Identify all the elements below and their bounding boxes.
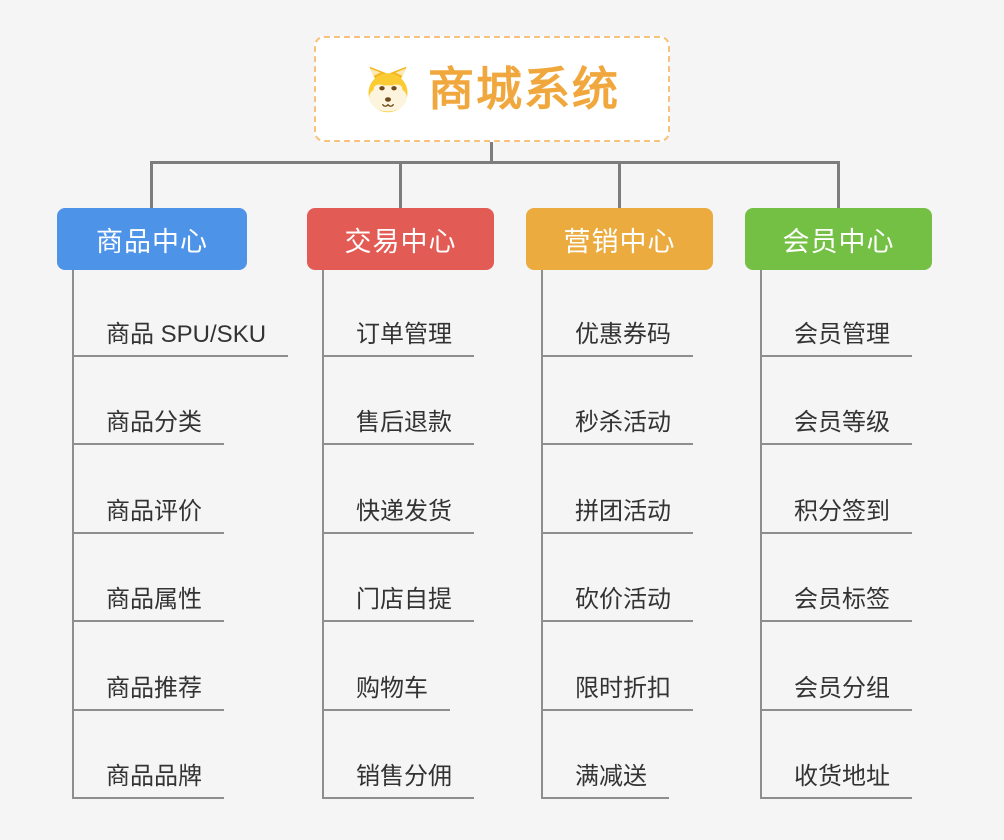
connector-drop [399, 161, 402, 208]
leaf-node[interactable]: 积分签到 [760, 492, 912, 534]
branch-node-trade-center[interactable]: 交易中心 [307, 208, 494, 270]
leaf-node[interactable]: 优惠券码 [541, 315, 693, 357]
leaf-node[interactable]: 商品评价 [72, 492, 224, 534]
branch-marketing-center: 营销中心 优惠券码 秒杀活动 拼团活动 砍价活动 限时折扣 满减送 [526, 0, 713, 840]
connector-root-stub [490, 142, 493, 164]
branch-spine [760, 270, 762, 799]
leaf-node[interactable]: 门店自提 [322, 580, 474, 622]
leaf-node[interactable]: 限时折扣 [541, 669, 693, 711]
branch-trade-center: 交易中心 订单管理 售后退款 快递发货 门店自提 购物车 销售分佣 [307, 0, 494, 840]
branch-label: 交易中心 [344, 226, 457, 257]
leaf-node[interactable]: 快递发货 [322, 492, 474, 534]
root-node[interactable]: 商城系统 [314, 36, 670, 142]
leaf-node[interactable]: 商品 SPU/SKU [72, 315, 289, 357]
branch-member-center: 会员中心 会员管理 会员等级 积分签到 会员标签 会员分组 收货地址 [745, 0, 932, 840]
leaf-node[interactable]: 商品品牌 [72, 757, 224, 799]
branch-product-center: 商品中心 商品 SPU/SKU 商品分类 商品评价 商品属性 商品推荐 商品品牌 [57, 0, 289, 840]
leaf-node[interactable]: 商品分类 [72, 403, 224, 445]
connector-drop [837, 161, 840, 208]
leaf-node[interactable]: 售后退款 [322, 403, 474, 445]
leaf-node[interactable]: 秒杀活动 [541, 403, 693, 445]
branch-spine [72, 270, 74, 799]
leaf-node[interactable]: 销售分佣 [322, 757, 474, 799]
branch-label: 营销中心 [563, 226, 676, 257]
leaf-node[interactable]: 订单管理 [322, 315, 474, 357]
leaf-node[interactable]: 会员标签 [760, 580, 912, 622]
leaf-node[interactable]: 满减送 [541, 757, 669, 799]
leaf-node[interactable]: 购物车 [322, 669, 450, 711]
leaf-node[interactable]: 商品推荐 [72, 669, 224, 711]
leaf-node[interactable]: 商品属性 [72, 580, 224, 622]
connector-drop [150, 161, 153, 208]
branch-label: 商品中心 [96, 226, 208, 257]
connector-horizontal [151, 161, 839, 164]
leaf-node[interactable]: 会员等级 [760, 403, 912, 445]
branch-spine [541, 270, 543, 799]
branch-node-member-center[interactable]: 会员中心 [745, 208, 932, 270]
leaf-node[interactable]: 砍价活动 [541, 580, 693, 622]
doge-icon [368, 66, 408, 113]
branch-node-product-center[interactable]: 商品中心 [57, 208, 247, 270]
leaf-node[interactable]: 会员管理 [760, 315, 912, 357]
root-title: 商城系统 [428, 63, 620, 115]
branch-node-marketing-center[interactable]: 营销中心 [526, 208, 713, 270]
leaf-node[interactable]: 收货地址 [760, 757, 912, 799]
leaf-node[interactable]: 会员分组 [760, 669, 912, 711]
branch-spine [322, 270, 324, 799]
leaf-node[interactable]: 拼团活动 [541, 492, 693, 534]
branch-label: 会员中心 [782, 226, 895, 257]
connector-drop [618, 161, 621, 208]
